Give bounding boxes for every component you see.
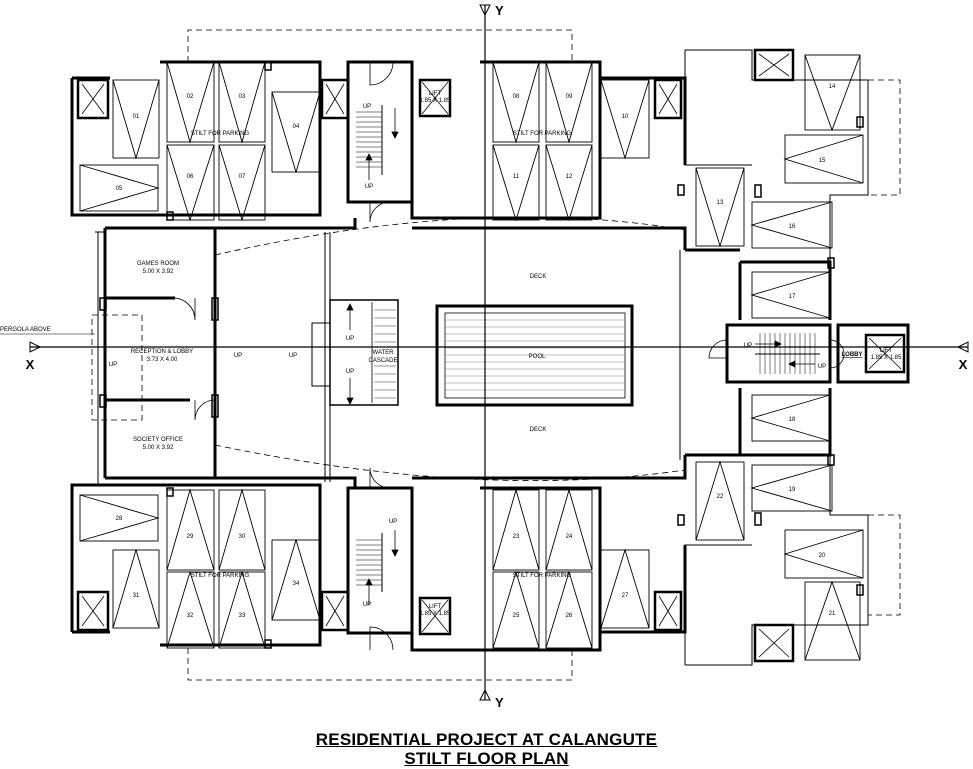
parking-number: 24 xyxy=(566,534,573,540)
stilt-parking-label: STILT FOR PARKING xyxy=(191,573,250,579)
up-label: UP xyxy=(744,343,752,349)
up-label: UP xyxy=(346,369,354,375)
lift-size: 1.85 X 1.85 xyxy=(420,98,451,104)
pool-outline xyxy=(435,304,634,407)
lift-label: LIFT xyxy=(429,604,442,610)
deck-label: DECK xyxy=(530,427,547,433)
up-label: UP xyxy=(389,519,397,525)
water-cascade-label: WATER xyxy=(373,350,395,356)
parking-number: 05 xyxy=(116,186,123,192)
parking-number: 19 xyxy=(789,487,796,493)
lift-size: 1.85 X 1.85 xyxy=(871,355,902,361)
parking-number: 06 xyxy=(187,174,194,180)
up-label: UP xyxy=(346,336,354,342)
parking-number: 01 xyxy=(133,114,140,120)
pool-label: POOL xyxy=(529,354,546,360)
drawing-subtitle: STILT FLOOR PLAN xyxy=(404,749,569,768)
parking-number: 26 xyxy=(566,613,573,619)
parking-number: 07 xyxy=(239,174,246,180)
up-label: UP xyxy=(365,184,373,190)
society-office-label: SOCIETY OFFICE xyxy=(133,437,183,443)
parking-number: 30 xyxy=(239,534,246,540)
axis-x-right: X xyxy=(959,357,968,372)
lift-size: 1.85 X 1.85 xyxy=(420,611,451,617)
up-label: UP xyxy=(363,602,371,608)
deck-label: DECK xyxy=(530,274,547,280)
parking-number: 17 xyxy=(789,294,796,300)
parking-number: 22 xyxy=(717,494,724,500)
parking-number: 10 xyxy=(622,114,629,120)
parking-number: 15 xyxy=(819,158,826,164)
parking-number: 25 xyxy=(513,613,520,619)
parking-number: 03 xyxy=(239,94,246,100)
reception-label: RECEPTION & LOBBY xyxy=(131,349,193,355)
parking-number: 27 xyxy=(622,593,629,599)
up-label: UP xyxy=(818,364,826,370)
parking-number: 29 xyxy=(187,534,194,540)
games-room-label: GAMES ROOM xyxy=(137,261,179,267)
pergola-label: PERGOLA ABOVE xyxy=(0,327,51,333)
parking-number: 32 xyxy=(187,613,194,619)
lift-label: LIFT xyxy=(429,91,442,97)
parking-number: 12 xyxy=(566,174,573,180)
stilt-parking-label: STILT FOR PARKING xyxy=(513,131,572,137)
axis-y-top: Y xyxy=(495,3,504,18)
axis-x-left: X xyxy=(26,357,35,372)
parking-number: 28 xyxy=(116,516,123,522)
up-label: UP xyxy=(289,353,297,359)
society-office-size: 5.00 X 3.92 xyxy=(143,445,174,451)
water-cascade-label: CASCADE xyxy=(368,358,397,364)
parking-number: 20 xyxy=(819,553,826,559)
parking-number: 11 xyxy=(513,174,520,180)
parking-number: 31 xyxy=(133,593,140,599)
parking-number: 34 xyxy=(293,581,300,587)
parking-number: 09 xyxy=(566,94,573,100)
parking-number: 14 xyxy=(829,84,836,90)
parking-number: 02 xyxy=(187,94,194,100)
parking-number: 13 xyxy=(717,200,724,206)
parking-number: 08 xyxy=(513,94,520,100)
parking-number: 33 xyxy=(239,613,246,619)
reception-size: 3.73 X 4.00 xyxy=(147,357,178,363)
up-label: UP xyxy=(109,362,117,368)
games-room-size: 5.00 X 3.92 xyxy=(143,269,174,275)
parking-number: 21 xyxy=(829,611,836,617)
drawing-title: RESIDENTIAL PROJECT AT CALANGUTE xyxy=(315,730,658,749)
stilt-parking-label: STILT FOR PARKING xyxy=(513,573,572,579)
stilt-parking-label: STILT FOR PARKING xyxy=(191,131,250,137)
parking-number: 18 xyxy=(789,417,796,423)
axis-y-bottom: Y xyxy=(495,695,504,710)
parking-number: 04 xyxy=(293,124,300,130)
parking-slots xyxy=(79,54,864,661)
up-label: UP xyxy=(363,104,371,110)
parking-number: 16 xyxy=(789,224,796,230)
lift-label: LIFT xyxy=(880,348,893,354)
lobby-label: LOBBY xyxy=(842,352,863,358)
up-label: UP xyxy=(234,353,242,359)
parking-number: 23 xyxy=(513,534,520,540)
